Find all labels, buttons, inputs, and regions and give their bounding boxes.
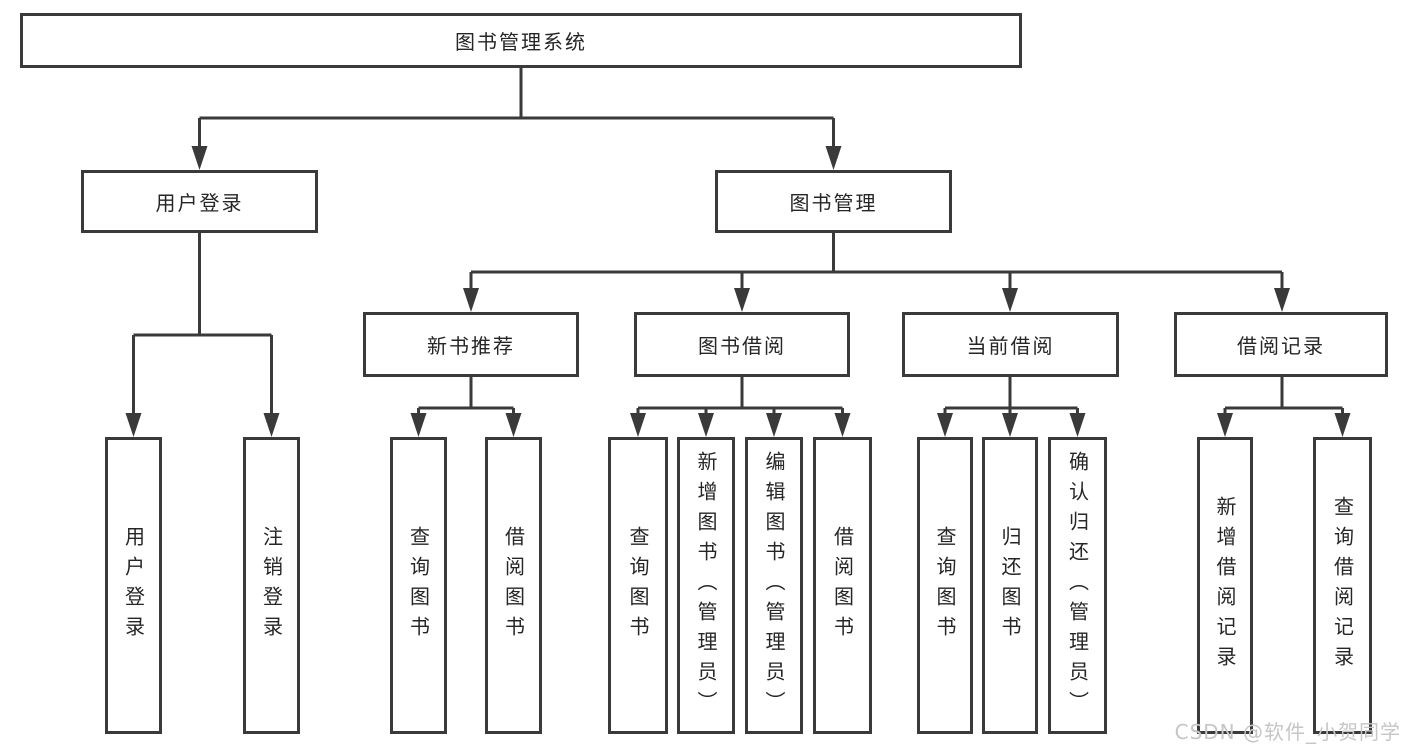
node-label: 确认归还（管理员） <box>1065 450 1090 721</box>
leaf-logout: 注销登录 <box>243 437 300 734</box>
node-label: 新增图书（管理员） <box>694 450 718 721</box>
node-user-login: 用户登录 <box>81 170 318 233</box>
leaf-add-borrow-record: 新增借阅记录 <box>1197 437 1253 734</box>
node-book-borrow: 图书借阅 <box>634 312 850 377</box>
node-book-management: 图书管理 <box>715 170 952 233</box>
node-label: 归还图书 <box>998 525 1022 646</box>
leaf-return-book: 归还图书 <box>982 437 1038 734</box>
node-label: 用户登录 <box>121 525 146 646</box>
node-label: 图书管理 <box>789 191 878 215</box>
leaf-query-borrow-record: 查询借阅记录 <box>1313 437 1372 734</box>
node-label: 查询借阅记录 <box>1330 495 1355 676</box>
leaf-user-login: 用户登录 <box>105 437 162 734</box>
csdn-watermark: CSDN @软件_小贺同学 <box>1174 720 1401 744</box>
node-label: 借阅记录 <box>1237 334 1325 358</box>
node-label: 注销登录 <box>259 525 284 646</box>
node-borrow-records: 借阅记录 <box>1174 312 1388 377</box>
node-current-borrow: 当前借阅 <box>902 312 1119 377</box>
leaf-confirm-return-admin: 确认归还（管理员） <box>1048 437 1107 734</box>
node-label: 当前借阅 <box>966 334 1055 358</box>
node-label: 借阅图书 <box>501 525 526 646</box>
leaf-query-books-borrow: 查询图书 <box>608 437 668 734</box>
node-label: 新书推荐 <box>427 334 515 358</box>
node-label: 用户登录 <box>155 191 244 215</box>
leaf-borrow-books-recommend: 借阅图书 <box>485 437 542 734</box>
leaf-borrow-books-2: 借阅图书 <box>813 437 872 734</box>
leaf-query-books-current: 查询图书 <box>917 437 973 734</box>
node-label: 新增借阅记录 <box>1213 495 1237 676</box>
node-label: 借阅图书 <box>830 525 855 646</box>
node-new-book-recommend: 新书推荐 <box>363 312 579 377</box>
node-label: 查询图书 <box>626 525 650 646</box>
leaf-edit-book-admin: 编辑图书（管理员） <box>745 437 803 734</box>
node-label: 查询图书 <box>933 525 957 646</box>
leaf-add-book-admin: 新增图书（管理员） <box>677 437 735 734</box>
leaf-query-books-recommend: 查询图书 <box>390 437 447 734</box>
node-label: 编辑图书（管理员） <box>762 450 786 721</box>
node-root: 图书管理系统 <box>20 13 1022 68</box>
node-label: 图书管理系统 <box>455 30 587 54</box>
node-label: 查询图书 <box>406 525 431 646</box>
node-label: 图书借阅 <box>698 334 786 358</box>
